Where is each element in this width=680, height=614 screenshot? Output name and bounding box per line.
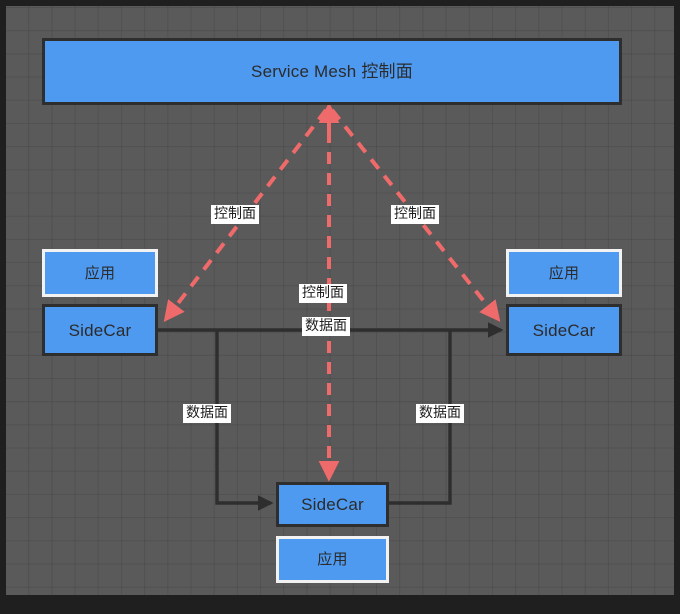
- edge-label-control-plane-center[interactable]: 控制面: [299, 284, 347, 303]
- node-sidecar-right-label: SideCar: [532, 320, 596, 340]
- node-sidecar-bottom[interactable]: SideCar: [276, 482, 389, 527]
- edge-label-data-plane-left[interactable]: 数据面: [183, 404, 231, 423]
- node-sidecar-left-label: SideCar: [68, 320, 132, 340]
- node-app-right[interactable]: 应用: [506, 249, 622, 297]
- diagram-grid-canvas[interactable]: Service Mesh 控制面 应用 SideCar 应用 SideCar S…: [6, 6, 674, 595]
- node-app-bottom-label: 应用: [317, 551, 348, 568]
- node-control-plane[interactable]: Service Mesh 控制面: [42, 38, 622, 105]
- node-control-plane-label: Service Mesh 控制面: [251, 62, 413, 81]
- node-app-left[interactable]: 应用: [42, 249, 158, 297]
- node-app-right-label: 应用: [548, 264, 580, 282]
- edge-label-data-plane-center[interactable]: 数据面: [302, 317, 350, 336]
- node-sidecar-right[interactable]: SideCar: [506, 304, 622, 356]
- node-app-left-label: 应用: [84, 264, 116, 282]
- node-app-bottom[interactable]: 应用: [276, 536, 389, 583]
- node-sidecar-bottom-label: SideCar: [301, 495, 364, 514]
- node-sidecar-left[interactable]: SideCar: [42, 304, 158, 356]
- edge-label-data-plane-right[interactable]: 数据面: [416, 404, 464, 423]
- edge-label-control-plane-right[interactable]: 控制面: [391, 205, 439, 224]
- edge-label-control-plane-left[interactable]: 控制面: [211, 205, 259, 224]
